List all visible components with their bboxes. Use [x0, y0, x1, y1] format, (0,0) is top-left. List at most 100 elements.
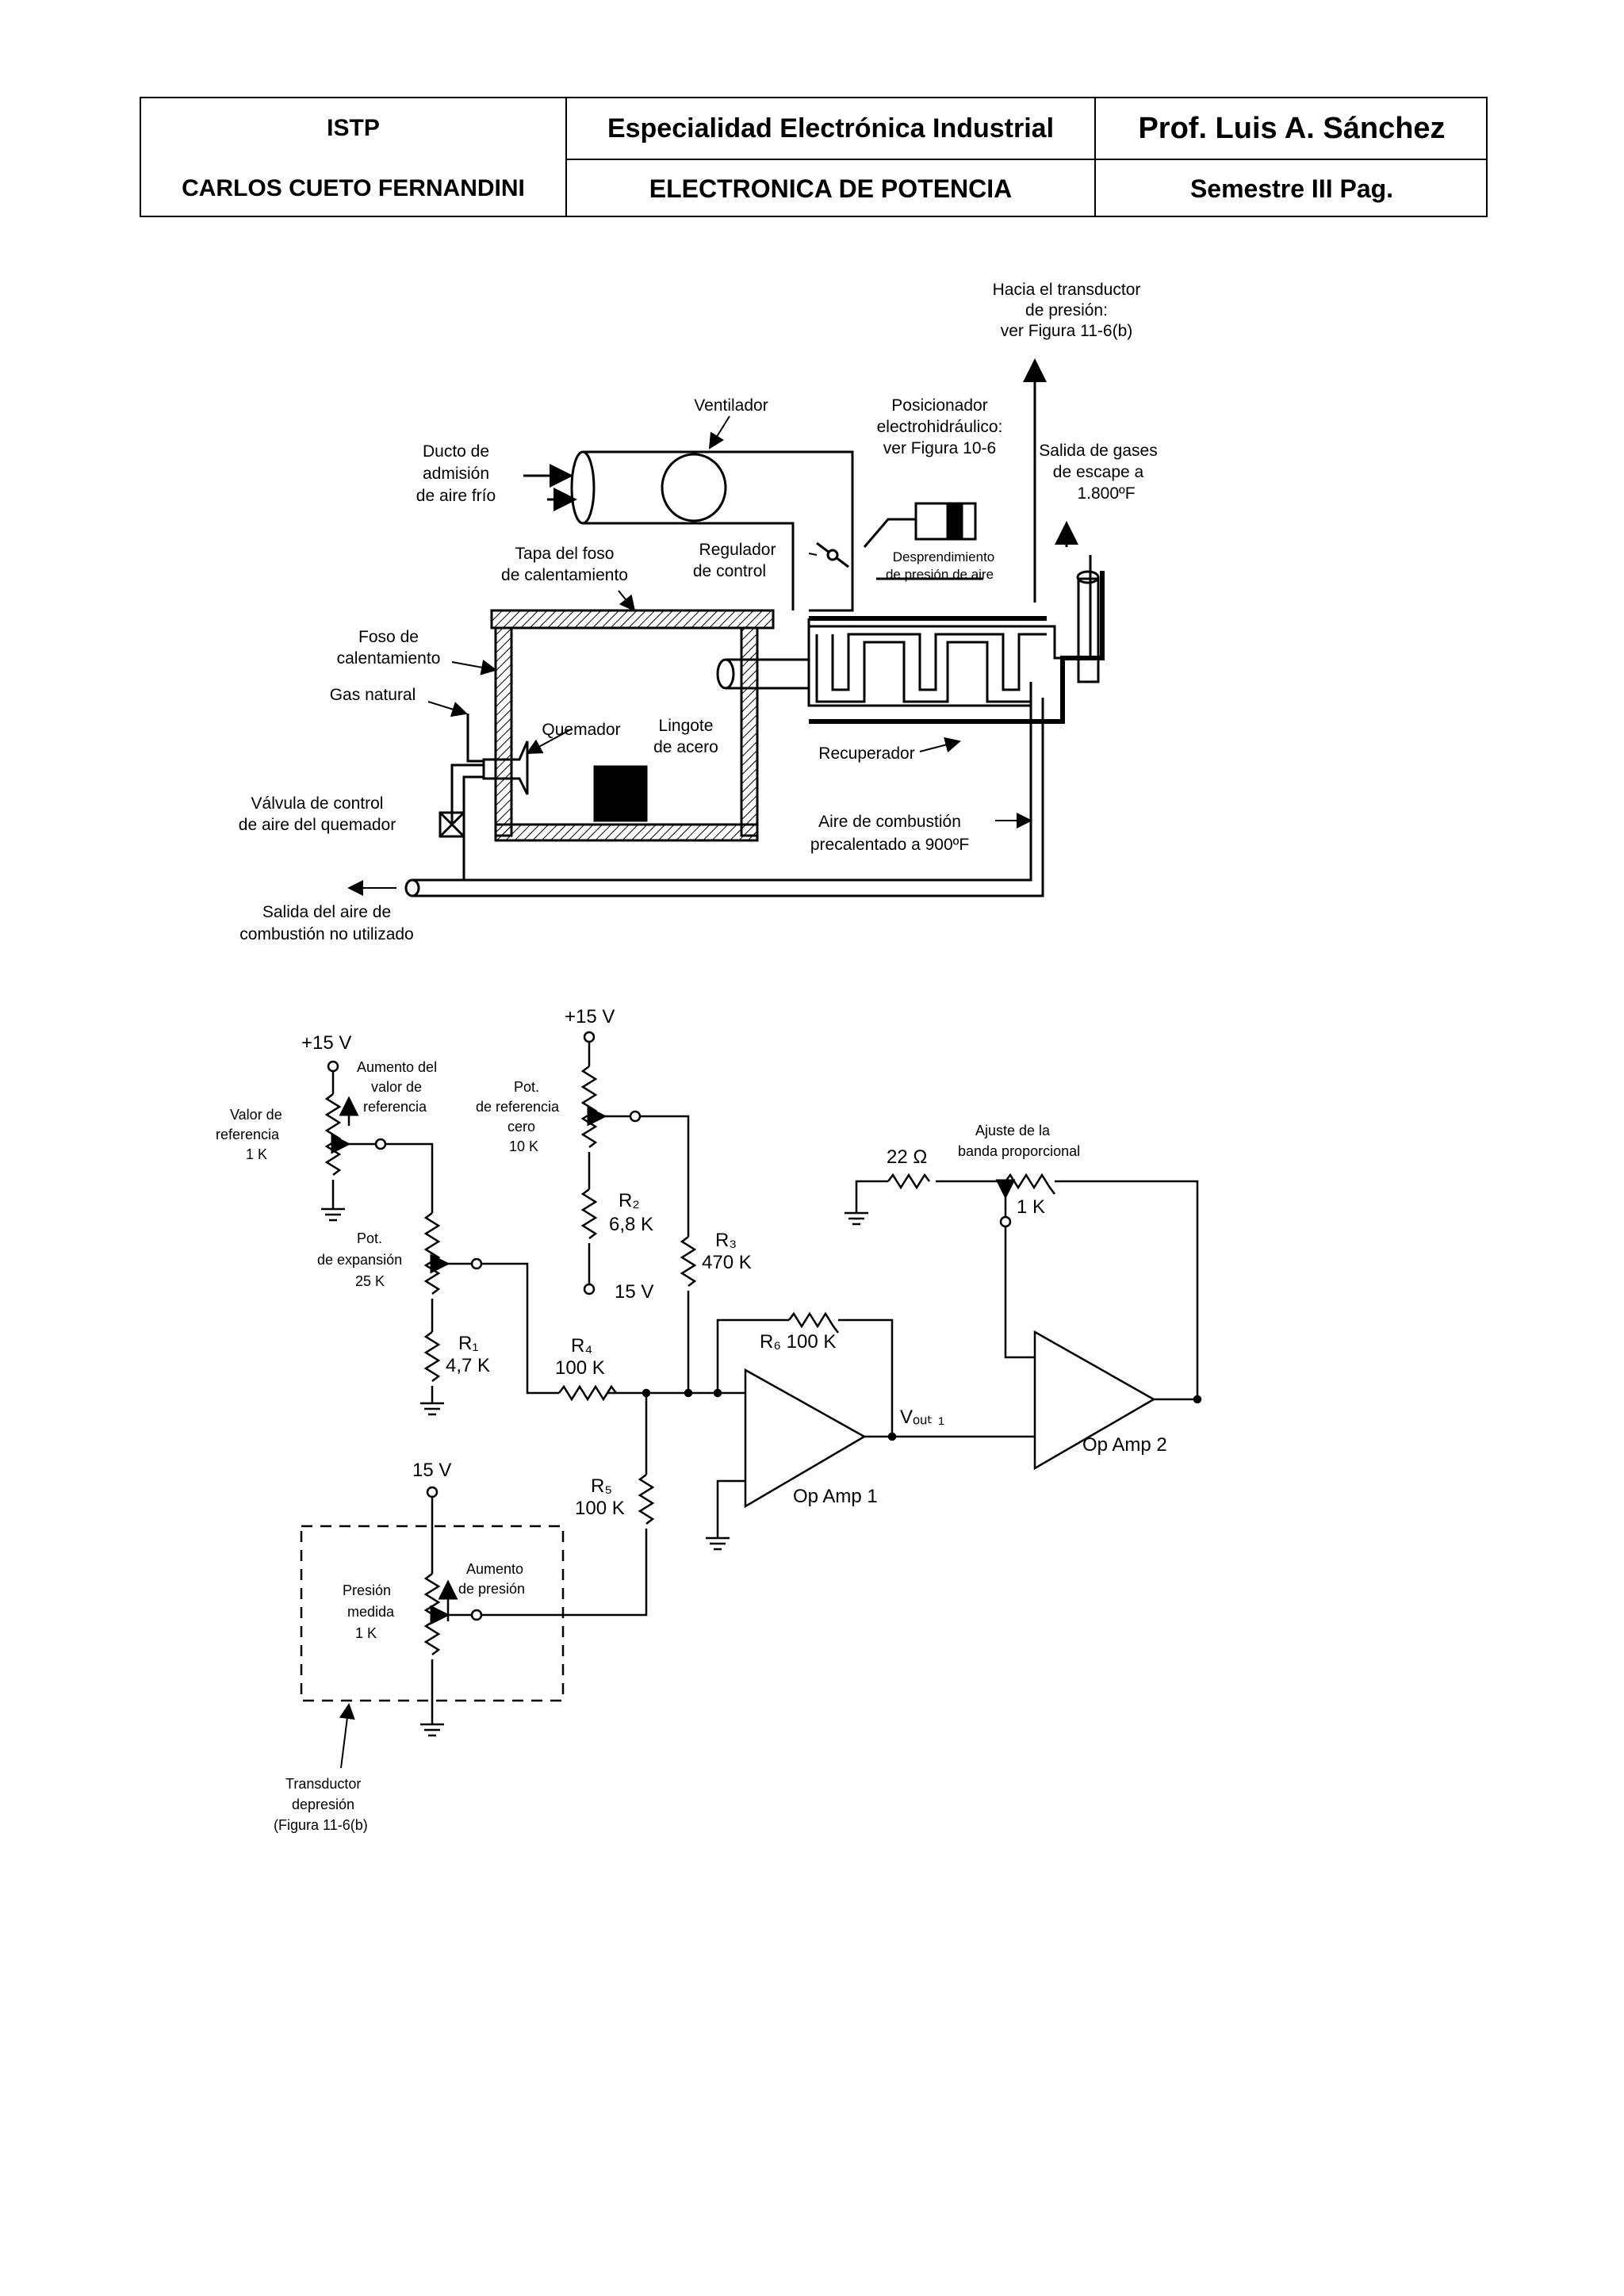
label-pressure-pot: Presión: [343, 1582, 391, 1598]
opamp-2: [1033, 1330, 1156, 1471]
label-pit-lid: Tapa del foso: [515, 545, 615, 563]
transducer-box: [300, 1525, 565, 1702]
label-r2: R₂: [619, 1190, 640, 1211]
label-exhaust: Salida de gases: [1039, 442, 1157, 460]
pressure-pot: [423, 1573, 441, 1655]
label-ingot: de acero: [653, 738, 718, 756]
label-prop-band: banda proporcional: [958, 1143, 1080, 1159]
label-zero-pot: de referencia: [476, 1099, 560, 1115]
r5-resistor: [638, 1474, 655, 1525]
header-divider: [1094, 98, 1096, 216]
r6-resistor: [788, 1311, 839, 1334]
label-fan: Ventilador: [694, 396, 768, 415]
label-pit: Foso de: [358, 628, 419, 646]
label-transducer: (Figura 11-6(b): [274, 1817, 368, 1833]
label-r2: 6,8 K: [609, 1214, 653, 1235]
label-pit-lid: de calentamiento: [501, 566, 628, 584]
setpoint-pot: [324, 1093, 342, 1176]
professor-name: Prof. Luis A. Sánchez: [1138, 111, 1446, 145]
label-r4: 100 K: [555, 1357, 605, 1379]
label-cold-air: admisión: [423, 465, 489, 483]
label-control-damper: de control: [693, 562, 766, 580]
burner-icon: [482, 740, 529, 795]
label-air-bleed: de presión de aire: [886, 567, 994, 582]
label-exhaust: 1.800ºF: [1077, 484, 1135, 503]
pit-wall-left: [494, 626, 513, 837]
furnace-labels: Hacia el transductor de presión: ver Fig…: [239, 281, 1158, 943]
opamp-1: [744, 1368, 867, 1509]
label-to-transducer: ver Figura 11-6(b): [1001, 322, 1133, 340]
circuit-labels: +15 V +15 V 15 V 15 V Aumento del valor …: [216, 1006, 1167, 1833]
label-unused-air: Salida del aire de: [262, 903, 391, 921]
label-span-pot: de expansión: [317, 1252, 402, 1268]
label-setpoint-pot: 1 K: [246, 1146, 267, 1162]
header-divider: [567, 159, 1486, 160]
label-preheated-air: Aire de combustión: [818, 813, 961, 831]
label-transducer: Transductor: [285, 1776, 361, 1792]
label-r1: R₁: [458, 1333, 478, 1354]
recuperator: [807, 618, 1031, 707]
steel-ingot: [593, 765, 648, 822]
label-cold-air: de aire frío: [416, 487, 496, 505]
label-r3: 470 K: [702, 1252, 752, 1273]
label-vout: Vₒᵤₜ ₁: [900, 1406, 944, 1428]
label-r22: 22 Ω: [887, 1146, 927, 1168]
gas-pipe: [466, 714, 484, 763]
label-to-transducer: Hacia el transductor: [993, 281, 1141, 299]
label-natural-gas: Gas natural: [330, 686, 416, 704]
r2-resistor: [580, 1188, 598, 1239]
label-to-transducer: de presión:: [1025, 301, 1108, 320]
fan-icon: [661, 453, 727, 522]
r4-resistor: [558, 1384, 617, 1402]
label-ingot: Lingote: [659, 717, 714, 735]
duct-inlet: [570, 450, 596, 525]
label-r5: R₅: [591, 1475, 612, 1497]
positioner-icon: [914, 502, 977, 541]
label-prop-band: Ajuste de la: [975, 1123, 1051, 1138]
label-15v-mid: +15 V: [565, 1006, 615, 1027]
label-pressure-pot: medida: [347, 1604, 395, 1620]
air-duct: [583, 450, 854, 612]
label-span-pot: 25 K: [355, 1273, 385, 1289]
label-control-damper: Regulador: [699, 541, 776, 559]
specialty-title: Especialidad Electrónica Industrial: [607, 113, 1055, 144]
label-opamp-2: Op Amp 2: [1082, 1434, 1167, 1456]
header-table: ISTP CARLOS CUETO FERNANDINI Especialida…: [140, 97, 1488, 217]
label-prop-pot: 1 K: [1017, 1196, 1045, 1218]
label-setpoint-pot: referencia: [216, 1127, 280, 1142]
label-r1: 4,7 K: [446, 1355, 490, 1376]
label-recuperator: Recuperador: [818, 744, 914, 763]
label-r5: 100 K: [575, 1498, 625, 1519]
label-opamp-1: Op Amp 1: [793, 1486, 878, 1507]
institute-name: ISTP: [327, 115, 380, 141]
prop-band-pot: [1005, 1173, 1055, 1195]
span-pot: [423, 1212, 441, 1295]
label-unused-air: combustión no utilizado: [239, 925, 413, 943]
burner-valve-icon: [439, 811, 465, 838]
label-exhaust: de escape a: [1053, 463, 1144, 481]
label-r3: R₃: [715, 1230, 737, 1251]
r3-resistor: [680, 1236, 697, 1287]
label-positioner: Posicionador: [891, 396, 987, 415]
label-cold-air: Ducto de: [423, 442, 489, 461]
label-15v-left: +15 V: [301, 1032, 351, 1054]
label-15v-sensor: 15 V: [412, 1460, 451, 1481]
label-preheated-air: precalentado a 900ºF: [810, 836, 969, 854]
label-positioner: electrohidráulico:: [877, 418, 1003, 436]
header-divider: [565, 98, 567, 216]
circuit-diagram: [300, 1031, 1202, 1769]
label-setpoint-increase: referencia: [363, 1099, 427, 1115]
label-burner-valve: de aire del quemador: [239, 816, 396, 834]
pit-floor: [494, 823, 759, 842]
label-pressure-increase: de presión: [458, 1581, 525, 1597]
label-setpoint-increase: valor de: [371, 1079, 422, 1095]
label-air-bleed: Desprendimiento: [893, 549, 995, 564]
r22-resistor: [887, 1173, 930, 1190]
label-span-pot: Pot.: [357, 1230, 382, 1246]
course-title: ELECTRONICA DE POTENCIA: [649, 174, 1013, 203]
label-burner-valve: Válvula de control: [251, 794, 384, 813]
furnace-diagram: [347, 358, 1105, 897]
label-zero-pot: cero: [508, 1119, 535, 1135]
